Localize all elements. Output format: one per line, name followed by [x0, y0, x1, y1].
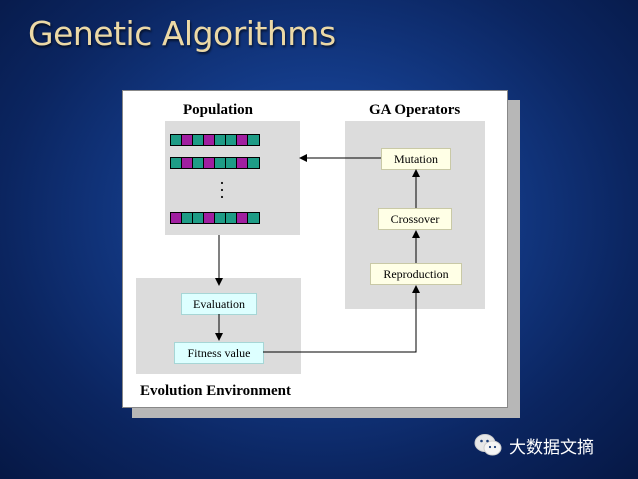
gene-teal [215, 158, 226, 168]
gene-magenta [237, 135, 248, 145]
gene-teal [193, 135, 204, 145]
mutation-node: Mutation [381, 148, 451, 170]
gene-magenta [182, 158, 193, 168]
watermark-text: 大数据文摘 [509, 437, 594, 458]
slide-title: Genetic Algorithms [28, 14, 336, 53]
gene-teal [193, 158, 204, 168]
crossover-node: Crossover [378, 208, 452, 230]
arrow-fitness-to-reproduction [263, 285, 420, 353]
operators-heading: GA Operators [369, 102, 461, 118]
chromosome-n [170, 212, 260, 224]
population-ellipsis: ··· [219, 173, 225, 207]
fitness-node: Fitness value [174, 342, 264, 364]
gene-teal [248, 135, 259, 145]
gene-teal [226, 135, 237, 145]
gene-teal [248, 213, 259, 223]
chromosome-2 [170, 157, 260, 169]
gene-teal [193, 213, 204, 223]
gene-magenta [182, 135, 193, 145]
wechat-icon [474, 434, 502, 456]
population-heading: Population [183, 102, 254, 118]
gene-teal [226, 213, 237, 223]
gene-teal [182, 213, 193, 223]
gene-magenta [204, 135, 215, 145]
reproduction-node: Reproduction [370, 263, 462, 285]
gene-teal [226, 158, 237, 168]
chromosome-1 [170, 134, 260, 146]
gene-magenta [171, 213, 182, 223]
gene-teal [248, 158, 259, 168]
gene-magenta [204, 213, 215, 223]
gene-teal [171, 158, 182, 168]
gene-magenta [204, 158, 215, 168]
gene-teal [171, 135, 182, 145]
gene-teal [215, 135, 226, 145]
gene-magenta [237, 158, 248, 168]
evaluation-node: Evaluation [181, 293, 257, 315]
environment-heading: Evolution Environment [140, 383, 292, 399]
gene-teal [215, 213, 226, 223]
watermark: 大数据文摘 [473, 432, 594, 458]
gene-magenta [237, 213, 248, 223]
